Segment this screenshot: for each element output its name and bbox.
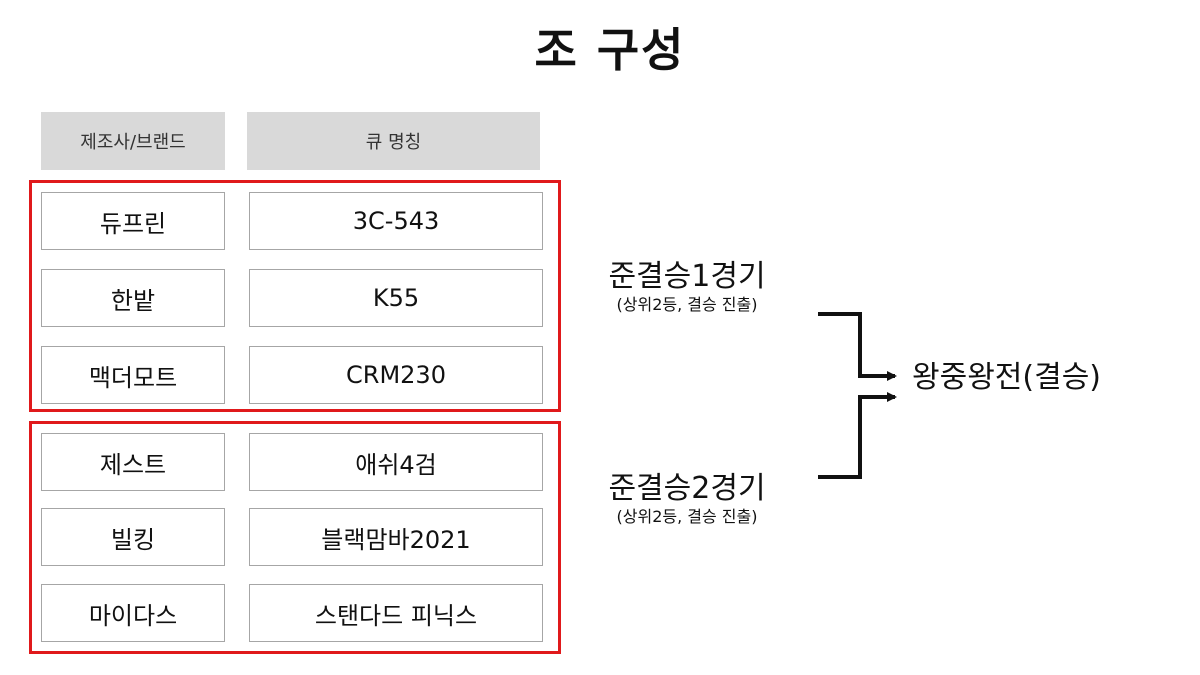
- final-match: 왕중왕전(결승): [912, 360, 1102, 395]
- group-2-brand-1: 제스트: [41, 433, 225, 491]
- semifinal-2: 준결승2경기 (상위2등, 결승 진출): [572, 472, 802, 526]
- group-1-cue-2: K55: [249, 269, 543, 327]
- semifinal-1-title: 준결승1경기: [608, 259, 766, 294]
- group-2-cue-1: 애쉬4검: [249, 433, 543, 491]
- group-2-brand-2: 빌킹: [41, 508, 225, 566]
- header-cue: 큐 명칭: [247, 112, 540, 170]
- group-2-brand-3: 마이다스: [41, 584, 225, 642]
- group-1-cue-1: 3C-543: [249, 192, 543, 250]
- group-1-frame: [29, 180, 561, 412]
- semifinal-1-subtitle: (상위2등, 결승 진출): [616, 295, 758, 314]
- header-brand: 제조사/브랜드: [41, 112, 225, 170]
- group-1-cue-3: CRM230: [249, 346, 543, 404]
- group-2-cue-2: 블랙맘바2021: [249, 508, 543, 566]
- page-title: 조 구성: [534, 23, 686, 77]
- semifinal-2-arrow: [818, 392, 897, 479]
- semifinal-2-title: 준결승2경기: [608, 471, 766, 506]
- group-1-brand-3: 맥더모트: [41, 346, 225, 404]
- group-1-brand-2: 한밭: [41, 269, 225, 327]
- semifinal-1: 준결승1경기 (상위2등, 결승 진출): [572, 260, 802, 314]
- group-1-brand-1: 듀프린: [41, 192, 225, 250]
- semifinal-1-arrow: [818, 312, 897, 381]
- group-2-frame: [29, 421, 561, 654]
- group-2-cue-3: 스탠다드 피닉스: [249, 584, 543, 642]
- semifinal-2-subtitle: (상위2등, 결승 진출): [616, 507, 758, 526]
